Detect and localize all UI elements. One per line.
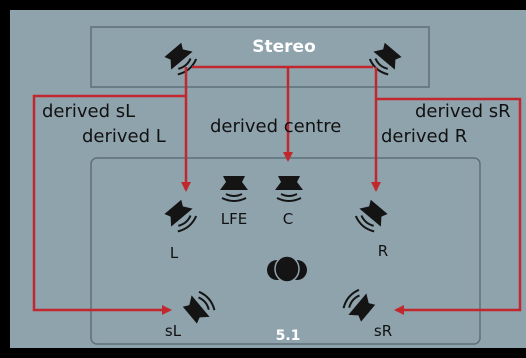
arrow-derived-surround-left	[32, 94, 186, 315]
speaker-label-r: R	[378, 242, 388, 260]
label-derived-centre: derived centre	[210, 116, 341, 137]
diagram-background	[10, 10, 526, 348]
speaker-label-sr: sR	[374, 322, 392, 340]
speaker-label-c: C	[283, 210, 293, 228]
arrow-derived-surround-right	[376, 97, 522, 315]
label-derived-sr: derived sR	[415, 101, 511, 122]
speaker-label-lfe: LFE	[221, 210, 247, 228]
listener-head-icon	[267, 255, 307, 283]
label-derived-sl: derived sL	[42, 101, 135, 122]
speaker-label-l: L	[170, 244, 179, 262]
label-derived-r: derived R	[381, 126, 467, 147]
stereo-box	[90, 26, 430, 88]
speaker-label-sl: sL	[165, 322, 182, 340]
label-derived-l: derived L	[82, 126, 166, 147]
surround-title: 5.1	[276, 328, 301, 344]
signal-routing-lines	[32, 65, 522, 315]
stereo-title: Stereo	[252, 37, 316, 57]
